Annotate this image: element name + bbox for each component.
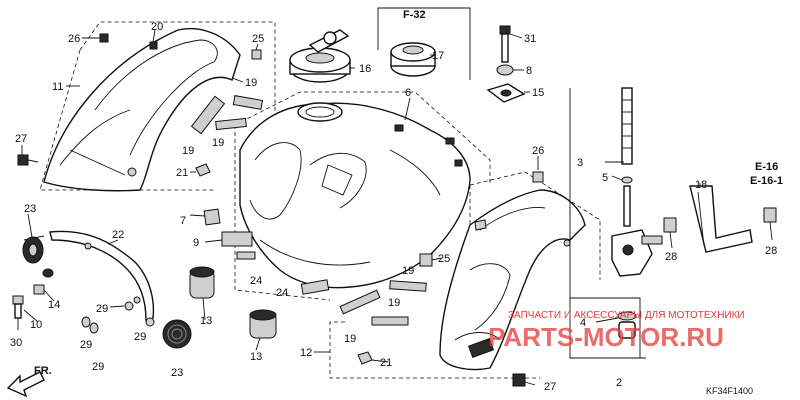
hose-clip-28-right (763, 207, 777, 223)
pad-9 (221, 231, 253, 247)
fuel-cap-17 (390, 42, 436, 77)
clip-26-right (532, 171, 544, 183)
right-shroud (439, 189, 586, 371)
callout-19-d: 19 (402, 265, 414, 277)
callout-25-upper: 25 (252, 33, 264, 45)
bracket-15 (486, 83, 526, 103)
fuel-cap-16 (289, 29, 351, 83)
fuel-hose-18 (689, 185, 753, 253)
callout-23-lower: 23 (171, 367, 183, 379)
callout-12: 12 (300, 347, 312, 359)
f32-reference-label: F-32 (403, 9, 426, 21)
tape-19-a (190, 95, 226, 135)
callout-18: 18 (695, 179, 707, 191)
callout-19-c: 19 (212, 137, 224, 149)
callout-31: 31 (524, 33, 536, 45)
callout-17: 17 (432, 50, 444, 62)
grommet-upper (22, 236, 44, 264)
callout-21-lower: 21 (380, 357, 392, 369)
callout-19-b: 19 (182, 145, 194, 157)
collar-8 (496, 64, 514, 76)
callout-2: 2 (616, 377, 622, 389)
callout-24-a: 24 (250, 275, 262, 287)
callout-21-upper: 21 (176, 167, 188, 179)
left-shroud (43, 28, 241, 192)
leader-lines (17, 29, 773, 386)
callout-labels: 26 20 25 16 17 31 8 15 6 11 19 19 19 27 … (10, 21, 777, 393)
callout-28-right: 28 (765, 245, 777, 257)
bolt-27-left (17, 154, 39, 166)
diagram-code: KF34F1400 (706, 386, 753, 396)
clip-20 (149, 41, 158, 50)
callout-4: 4 (580, 317, 586, 329)
callout-10: 10 (30, 319, 42, 331)
callout-26-right: 26 (532, 145, 544, 157)
cushion-13-lower (249, 309, 277, 339)
tape-19-e (389, 280, 427, 292)
callout-14: 14 (48, 299, 60, 311)
callout-19-a: 19 (245, 77, 257, 89)
right-shroud-group (329, 171, 601, 379)
bolt-10 (12, 295, 24, 319)
watermark-brand: PARTS-MOTOR.RU (488, 322, 724, 352)
tape-19-f (371, 316, 409, 326)
callout-29-a: 29 (96, 303, 108, 315)
callout-19-e: 19 (388, 297, 400, 309)
callout-29-c: 29 (92, 361, 104, 373)
grommet-lower (162, 319, 192, 349)
callout-24-b: 24 (276, 287, 288, 299)
front-arrow-icon: FR. (6, 365, 52, 398)
cushion-13-upper (189, 266, 215, 299)
callout-6: 6 (405, 87, 411, 99)
pad-7 (203, 208, 221, 226)
callout-29-d: 29 (134, 331, 146, 343)
callout-26-left: 26 (68, 33, 80, 45)
pad-24-b (300, 279, 330, 295)
clip-25-upper (251, 49, 262, 60)
fuel-valve-group (569, 87, 663, 359)
hose-clip-28-left (663, 217, 677, 233)
callout-29-b: 29 (80, 339, 92, 351)
callout-25-right: 25 (438, 253, 450, 265)
clip-25-right (419, 253, 433, 267)
collar-14 (33, 268, 54, 295)
callout-9: 9 (193, 237, 199, 249)
bolt-31 (499, 25, 511, 63)
front-label: FR. (34, 365, 52, 377)
bolt-27-right (512, 373, 526, 387)
callout-13-upper: 13 (200, 315, 212, 327)
callout-20: 20 (151, 21, 163, 33)
tape-19-c (215, 117, 247, 131)
callout-7: 7 (180, 215, 186, 227)
fuel-tank-group (234, 91, 491, 301)
clip-21-upper (195, 163, 211, 177)
callout-5: 5 (602, 172, 608, 184)
tape-19-d (339, 289, 381, 315)
callout-8: 8 (526, 65, 532, 77)
callout-27-right: 27 (544, 381, 556, 393)
tank-stay-group (23, 230, 155, 321)
callout-13-lower: 13 (250, 351, 262, 363)
callout-30: 30 (10, 337, 22, 349)
washers-29 (81, 301, 155, 334)
callout-11: 11 (52, 81, 63, 93)
watermark-tagline: ЗАПЧАСТИ И АКСЕССУАРЫ ДЛЯ МОТОТЕХНИКИ (508, 310, 745, 321)
f32-reference-box: F-32 (377, 7, 471, 80)
e161-reference-label: E-16-1 (750, 175, 783, 187)
clip-26-left (99, 33, 109, 43)
callout-23-upper: 23 (24, 203, 36, 215)
pad-24-a (236, 251, 256, 260)
callout-3: 3 (577, 157, 583, 169)
callout-27-left: 27 (15, 133, 27, 145)
callout-22: 22 (112, 229, 124, 241)
clip-21-lower (357, 351, 373, 365)
callout-16: 16 (359, 63, 371, 75)
tape-19-b (232, 95, 264, 110)
callout-19-f: 19 (344, 333, 356, 345)
e16-reference-label: E-16 (755, 161, 778, 173)
left-shroud-group (39, 21, 276, 192)
callout-15: 15 (532, 87, 544, 99)
callout-28-left: 28 (665, 251, 677, 263)
